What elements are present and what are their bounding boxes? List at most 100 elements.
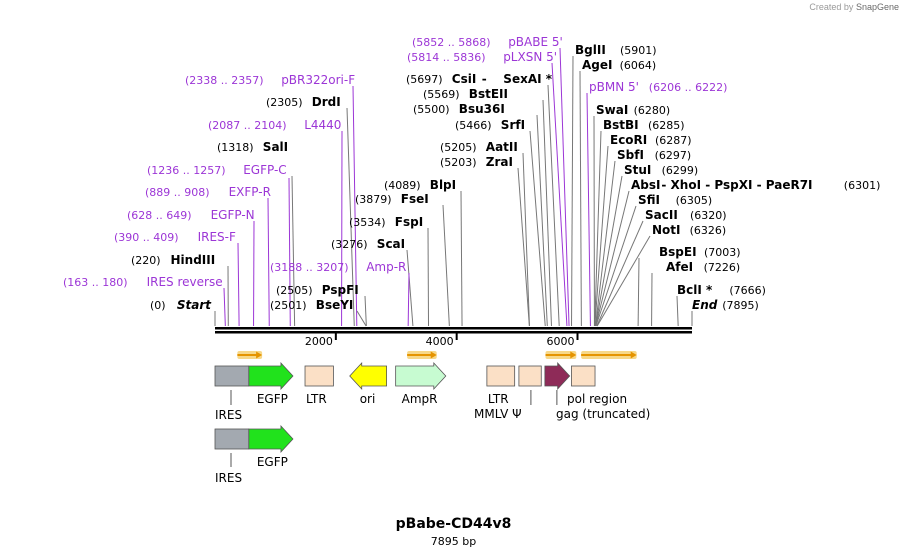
credit-prefix: Created by [809,2,854,12]
position-label: (1236 .. 1257) [147,164,226,177]
position-label: (3276) [331,238,368,251]
feature-label: pLXSN 5' [503,50,557,64]
credit-brand: SnapGene [855,2,899,12]
leader-line [352,85,358,327]
position-label: (4089) [384,179,421,192]
site-label: BlpI [430,178,456,192]
leader-line [522,152,530,327]
position-label: (2338 .. 2357) [185,74,264,87]
position-label: (6299) [662,164,699,177]
position-label: (6301) [844,179,881,192]
snapgene-credit: Created by SnapGene [809,2,899,12]
site-label: AbsI [631,178,660,192]
site-label: AatII [486,140,518,154]
position-label: (6064) [620,59,657,72]
leader-line [237,242,240,327]
leader-line [595,205,637,327]
map-length: 7895 bp [430,535,477,548]
site-label: End [692,298,718,312]
position-label: (5852 .. 5868) [412,36,491,49]
position-label: (6305) [676,194,713,207]
leader-line [547,84,560,327]
primer-arrowhead [430,351,437,359]
leader-line [594,160,616,327]
leader-line [596,220,644,327]
ltr-feature [486,365,516,387]
position-label: (6206 .. 6222) [649,81,728,94]
feature-label: L4440 [304,118,341,132]
site-label: BstEII [469,87,508,101]
leader-line [442,204,450,327]
leader-line [676,295,679,327]
site-label: BstBI [603,118,639,132]
position-label: (5569) [423,88,460,101]
site-label: SrfI [501,118,525,132]
leader-line [594,130,602,327]
feature-name-label: gag (truncated) [556,407,650,421]
ampr-feature [395,361,447,391]
position-label: (3879) [355,193,392,206]
site-label: Start [177,298,212,312]
position-label: (2505) [276,284,313,297]
position-label: (5697) [406,73,443,86]
feature-name-label: MMLV Ψ [474,407,522,421]
position-label: (2305) [266,96,303,109]
position-label: (220) [131,254,161,267]
position-label: (6326) [690,224,727,237]
leader-line [291,175,296,327]
site-label: FspI [395,215,423,229]
leader-line [542,99,552,327]
ltr-feature [304,365,334,387]
primer-arrowhead [630,351,637,359]
primer-arrowhead [256,351,263,359]
feature-name-label: LTR [488,392,509,406]
leader-line [364,295,367,327]
site-label: Bsu36I [459,102,505,116]
leader-line [596,235,651,327]
ruler-tick-label: 6000 [547,335,575,348]
feature-name-label: EGFP [257,392,288,406]
position-label: (628 .. 649) [127,209,192,222]
feature-name-label: pol region [567,392,627,406]
feature-name-label: IRES [215,471,242,485]
site-label: FseI [401,192,429,206]
feature-label: pBMN 5' [589,80,639,94]
site-label: SbfI [617,148,644,162]
site-label: BglII [575,43,606,57]
feature-label: IRES reverse [147,275,223,289]
feature-name-label: AmpR [402,392,438,406]
position-label: (6297) [655,149,692,162]
ires-feature-row2 [214,428,250,450]
site-label-extra: - [482,72,487,86]
position-label: (5203) [440,156,477,169]
position-label: (7003) [704,246,741,259]
leader-line [407,272,410,327]
site-label: CsiI [452,72,477,86]
position-label: (0) [150,299,166,312]
position-label: (6287) [655,134,692,147]
position-label: (1318) [217,141,254,154]
position-label: (7666) [729,284,766,297]
position-label: (6280) [634,104,671,117]
position-label: (3188 .. 3207) [270,261,349,274]
site-label: AfeI [666,260,693,274]
leader-line [406,249,414,327]
site-label: AgeI [582,58,612,72]
leader-line [595,175,623,327]
leader-line [460,190,463,327]
ori-feature [349,361,387,391]
leader-line [637,257,640,327]
site-label: PspFI [322,283,359,297]
leader-line [267,197,270,327]
feature-label: Amp-R [366,260,406,274]
feature-name-label: EGFP [257,455,288,469]
site-label: ScaI [377,237,405,251]
site-label: StuI [624,163,651,177]
feature-label: EGFP-C [243,163,286,177]
feature-label: pBR322ori-F [281,73,355,87]
site-label: HindIII [171,253,216,267]
backbone-top-line [215,327,692,330]
position-label: (390 .. 409) [114,231,179,244]
gag-feature [571,365,596,387]
